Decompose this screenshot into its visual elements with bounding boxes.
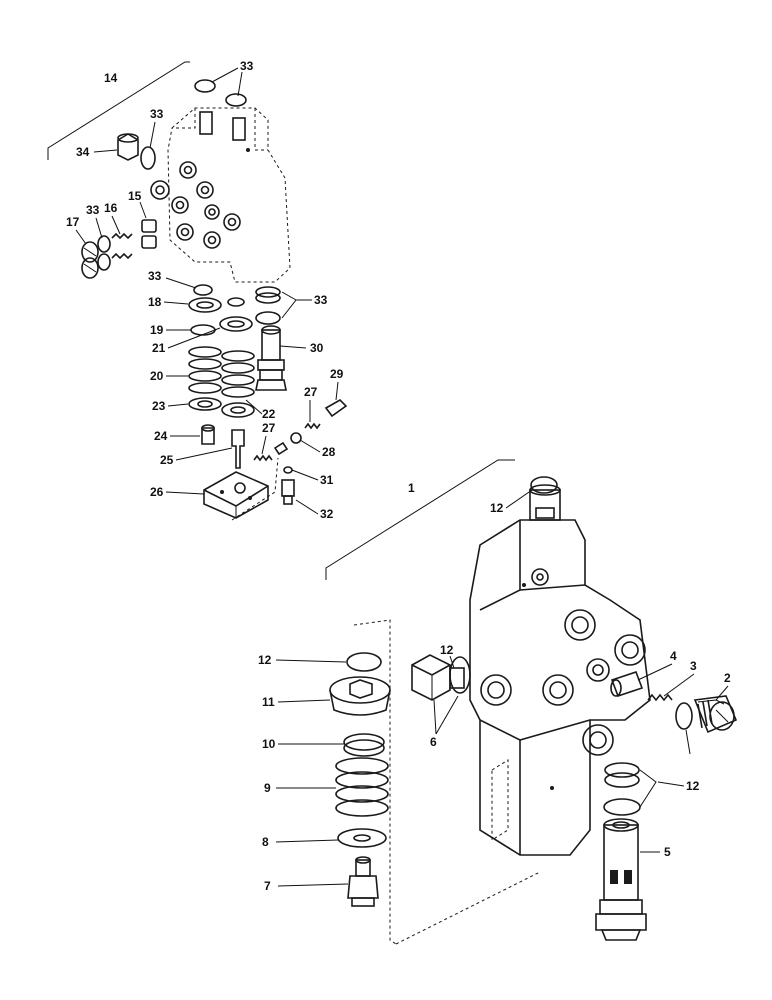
callout-17: 17 [66,215,80,229]
callout-30: 30 [310,341,324,355]
upper-valve-assembly [47,61,348,521]
callout-22: 22 [262,407,276,421]
callout-19: 19 [150,323,164,337]
callout-2: 2 [724,671,731,685]
callout-5: 5 [664,845,671,859]
callout-18: 18 [148,295,162,309]
poppet-7 [347,856,379,907]
callout-33-right: 33 [314,293,328,307]
callout-16: 16 [104,201,118,215]
callout-31: 31 [320,473,334,487]
callout-14: 14 [104,71,118,85]
callout-8: 8 [262,835,269,849]
callout-33-left: 33 [86,203,100,217]
callout-29: 29 [330,367,344,381]
callout-11: 11 [262,695,275,709]
callout-labels: 14 33 33 34 15 16 33 17 33 18 19 21 20 2… [66,59,731,893]
plug-2 [693,695,738,734]
callout-12-top: 12 [490,501,504,515]
lower-valve-body [469,484,651,856]
spring-22 [221,350,255,398]
callout-32: 32 [320,507,334,521]
callout-12-left: 12 [258,653,272,667]
callout-21: 21 [152,341,166,355]
callout-1: 1 [408,481,415,495]
callout-9: 9 [264,781,271,795]
cartridge-5 [595,818,647,941]
callout-3: 3 [690,659,697,673]
callout-27-left: 27 [262,421,276,435]
callout-27-right: 27 [304,385,318,399]
upper-valve-body [150,107,291,283]
callout-12-mid: 12 [440,643,454,657]
callout-28: 28 [322,445,336,459]
lower-valve-assembly [325,459,738,945]
callout-4: 4 [670,649,677,663]
callout-34: 34 [76,145,90,159]
callout-25: 25 [160,453,174,467]
cap-11 [329,676,391,716]
plug-6 [411,654,465,701]
callout-26: 26 [150,485,164,499]
cap-17 [81,235,111,279]
callout-7: 7 [264,879,271,893]
callout-33-mid: 33 [148,269,162,283]
spring-9 [335,757,389,817]
callout-6: 6 [430,735,437,749]
callout-24: 24 [154,429,168,443]
callout-15: 15 [128,189,142,203]
spool-30 [255,325,287,391]
callout-33-plug: 33 [150,107,164,121]
plug-34 [117,133,139,161]
spring-20 [188,346,222,394]
callout-23: 23 [152,399,166,413]
callout-20: 20 [150,369,164,383]
callout-12-right: 12 [686,779,700,793]
block-26 [203,471,269,519]
callout-33-top: 33 [240,59,254,73]
callout-10: 10 [262,737,276,751]
